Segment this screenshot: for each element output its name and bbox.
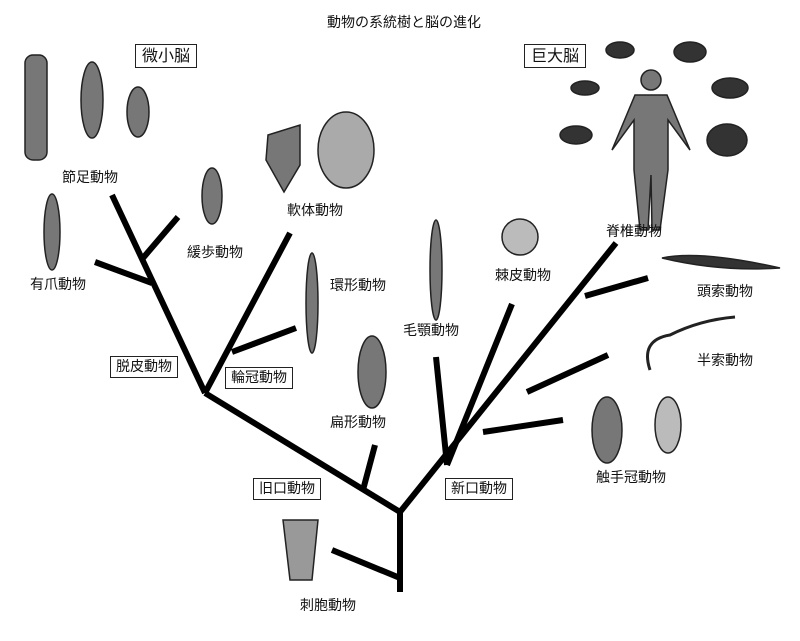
taxon-mollusca-label: 軟体動物: [287, 203, 343, 219]
brain-illustration: [706, 123, 748, 157]
onychophoran-illustration: [43, 193, 61, 271]
brachiopod-illustration: [654, 396, 682, 454]
tree-branches: [93, 193, 649, 592]
diagram-title: 動物の系統樹と脳の進化: [327, 15, 481, 31]
chaetognath-illustration: [429, 219, 443, 321]
lophophorata-branch: [482, 417, 564, 435]
cnidarian-illustration: [282, 519, 319, 581]
tardigrade-illustration: [201, 167, 223, 225]
beetle-illustration: [126, 86, 150, 138]
lancelet-illustration: [661, 254, 781, 270]
taxon-echinodermata-label: 棘皮動物: [495, 268, 551, 284]
taxon-platyhelminthes-label: 扁形動物: [330, 415, 386, 431]
annelid-illustration: [305, 252, 319, 354]
arthropoda-branch: [109, 193, 208, 395]
onychophora-branch: [93, 259, 154, 286]
brain-illustration: [711, 77, 749, 99]
chaetognatha-branch: [433, 356, 450, 466]
taxon-chaetognatha-label: 毛顎動物: [403, 323, 459, 339]
acorn-worm-illustration: [646, 315, 736, 371]
arthropod-larva-illustration: [24, 54, 48, 161]
taxon-cephalochordata-label: 頭索動物: [697, 284, 753, 300]
snail-illustration: [265, 123, 301, 194]
mollusca-branch: [202, 231, 293, 395]
cephalopod-illustration: [317, 111, 375, 189]
cricket-illustration: [80, 61, 104, 139]
taxon-cnidaria-label: 刺胞動物: [300, 598, 356, 614]
cephalochordata-branch: [584, 275, 649, 299]
clade-deuterostomia-label: 新口動物: [445, 478, 513, 500]
brain-illustration: [673, 41, 707, 63]
protostome-branch: [203, 390, 402, 515]
brain-illustration: [559, 125, 593, 145]
animal-illustrations: [24, 41, 781, 581]
brain-illustration: [570, 80, 600, 96]
human-nervous-system-illustration: [611, 69, 691, 231]
tardigrada-branch: [140, 215, 181, 260]
taxon-arthropoda-label: 節足動物: [62, 170, 118, 186]
taxon-tardigrada-label: 緩歩動物: [187, 245, 243, 261]
taxon-lophophorata-label: 触手冠動物: [596, 470, 666, 486]
brain-illustration: [605, 41, 635, 59]
annelida-branch: [230, 325, 298, 355]
phoronid-illustration: [591, 396, 623, 464]
clade-lophotrochozoa-label: 輪冠動物: [225, 367, 293, 389]
echinodermata-branch: [444, 302, 515, 467]
giant-brain-label: 巨大脳: [524, 44, 587, 68]
deuterostome-branch: [397, 241, 619, 514]
taxon-annelida-label: 環形動物: [330, 278, 386, 294]
clade-ecdysozoa-label: 脱皮動物: [110, 356, 178, 378]
cnidaria-branch: [330, 547, 402, 581]
taxon-vertebrata-label: 脊椎動物: [606, 224, 662, 240]
flatworm-illustration: [357, 335, 387, 409]
clade-protostomia-label: 旧口動物: [253, 478, 321, 500]
taxon-hemichordata-label: 半索動物: [697, 353, 753, 369]
hemichordata-branch: [525, 352, 610, 395]
sea-urchin-illustration: [501, 218, 539, 256]
micro-brain-label: 微小脳: [135, 44, 198, 68]
platyhelminthes-branch: [360, 444, 378, 491]
taxon-onychophora-label: 有爪動物: [30, 277, 86, 293]
